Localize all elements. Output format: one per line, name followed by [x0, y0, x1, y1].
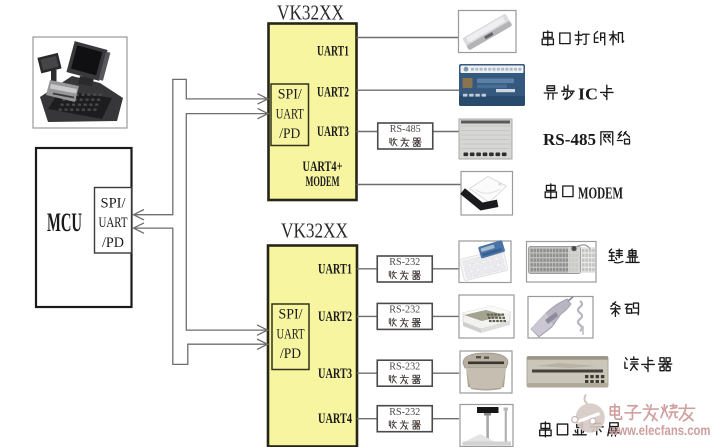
svg-text:UART3: UART3 [318, 366, 352, 382]
svg-text:VK32XX: VK32XX [281, 219, 348, 243]
svg-text:MODEM: MODEM [578, 183, 623, 202]
svg-text:UART1: UART1 [317, 44, 349, 60]
svg-text:UART1: UART1 [318, 262, 352, 278]
svg-text:RS-232: RS-232 [389, 407, 420, 418]
svg-text:SPI/: SPI/ [101, 196, 127, 212]
svg-text:/PD: /PD [279, 126, 300, 142]
svg-text:SPI/: SPI/ [278, 87, 303, 103]
svg-text:RS-232: RS-232 [389, 305, 420, 316]
svg-text:RS-485: RS-485 [390, 124, 421, 135]
svg-text:RS-485: RS-485 [543, 130, 596, 149]
svg-text:MCU: MCU [47, 208, 82, 237]
svg-text:/PD: /PD [280, 346, 301, 362]
svg-text:UART4+: UART4+ [303, 159, 343, 175]
svg-text:SPI/: SPI/ [279, 307, 304, 323]
svg-text:UART: UART [276, 106, 304, 122]
svg-text:RS-232: RS-232 [389, 361, 420, 372]
svg-text:UART2: UART2 [318, 309, 352, 325]
svg-text:UART: UART [99, 215, 128, 231]
svg-text:MODEM: MODEM [306, 174, 340, 190]
svg-text:RS-232: RS-232 [389, 257, 420, 268]
svg-text:VK32XX: VK32XX [277, 1, 344, 25]
svg-text:UART2: UART2 [317, 85, 349, 101]
svg-text:www.elecfans.com: www.elecfans.com [609, 423, 711, 438]
svg-text:UART4: UART4 [318, 411, 352, 427]
svg-text:IC: IC [578, 85, 598, 104]
svg-text:UART: UART [277, 326, 305, 342]
svg-text:UART3: UART3 [317, 124, 349, 140]
svg-text:/PD: /PD [102, 235, 124, 251]
